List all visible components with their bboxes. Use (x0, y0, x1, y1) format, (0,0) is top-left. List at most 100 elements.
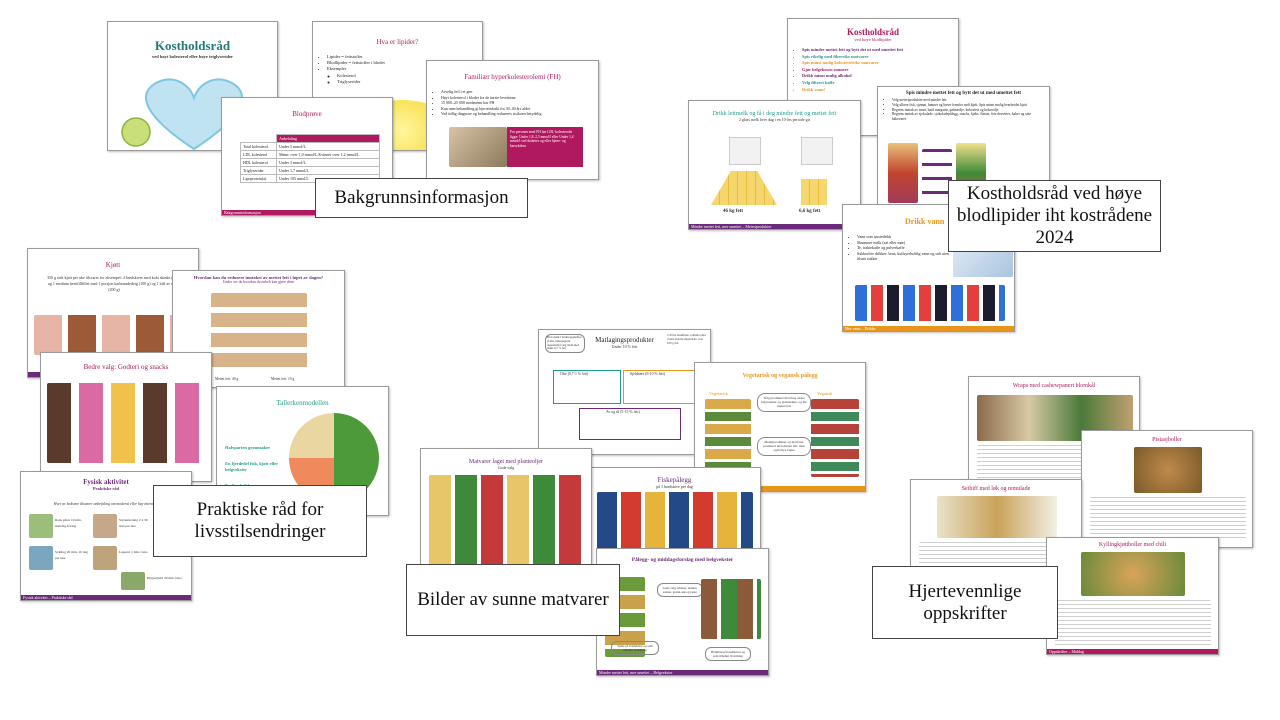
slide-fh[interactable]: Familiær hyperkolesterolemi (FH) Arvelig… (426, 60, 599, 180)
advice-item: Drikk minst mulig alkohol (802, 73, 958, 80)
bullet: Eksempler (327, 66, 482, 72)
slide-subtitle: Gode valg (497, 465, 515, 470)
activity-photo (93, 546, 117, 570)
left-total: Mettet fett: 40 g (215, 377, 239, 381)
slide-godteri[interactable]: Bedre valg: Godteri og snacks (40, 352, 212, 482)
slide-subtitle: 2 glass melk hver dag i en 10-års period… (738, 117, 811, 122)
slide-subtitle: ved høyt kolesterol eller høye triglyser… (152, 54, 233, 59)
slide-title: Kostholdsråd (154, 38, 231, 53)
legume-box: Sjøde på brødskiver og som tilbehør til … (611, 641, 659, 655)
vegan-label: Vegansk (817, 391, 833, 396)
vegetar-note: Velg produkter med høy andel belgvekster… (757, 393, 811, 412)
advice-item: Drikk vann! (802, 87, 958, 94)
advice-item: Spis rikelig med fiberrike matvarer (802, 54, 958, 61)
slide-title: Matvarer laget med planteoljer (468, 459, 544, 465)
butter-pile-large (711, 171, 777, 205)
slide-title: Blodprøve (292, 110, 322, 118)
group-label: Sjeldnere (6-10 % fett) (630, 372, 665, 376)
plant-oil-products-image (429, 475, 585, 569)
vegetar-label: Vegetarisk (709, 391, 728, 396)
bullet-list: Lipider = fettstoffer Blodlipider = fett… (327, 54, 482, 85)
bullet: Ved tidlig diagnose og behandling reduse… (441, 111, 598, 117)
callout-hjertevennlige-oppskrifter: Hjertevennlige oppskrifter (872, 566, 1058, 639)
callout-bilder-sunne-matvarer: Bilder av sunne matvarer (406, 564, 620, 636)
callout-bakgrunnsinformasjon: Bakgrunnsinformasjon (315, 178, 528, 218)
slide-title: Matlagingsprodukter (595, 336, 654, 344)
slide-title: Pistasjboller (1152, 437, 1182, 443)
table-cell: Under 3 mmol/L (276, 158, 380, 167)
slide-title: Wraps med cashewpanert blomkål (1012, 383, 1096, 389)
callout-praktiske-rad: Praktiske råd for livsstilsendringer (153, 485, 367, 557)
bullet: Velg meieriprodukter med mindre fett (892, 98, 1045, 103)
slide-kyllingkjottboller[interactable]: Kyllingkjøttboller med chili Oppskrifter… (1046, 537, 1219, 655)
slide-footer-bar: Fysisk aktivitet – Praktiske råd (21, 595, 191, 600)
slide-title: Fiskepålegg (657, 476, 692, 484)
bullet: Kan uten behandling gi hjerteinfarkt fra… (441, 106, 598, 112)
slide-subtitle: Under 10 % fett (611, 344, 638, 349)
bullet-list: Velg meieriprodukter med mindre fett Vel… (892, 98, 1045, 122)
bullet: Blodlipider = fettstoffer i blodet (327, 60, 482, 66)
activity-cell: Løpetur 1 time i uka (119, 550, 148, 554)
advice-item: Velg filtrert kaffe (802, 80, 958, 87)
recipe-text-lines (1090, 497, 1246, 541)
bullet: Begrens inntak av smør, hard margarin, p… (892, 108, 1045, 113)
slide-mettet-fett-dag[interactable]: Hvordan kan du redusere inntaket av mett… (172, 270, 345, 388)
table-cell: LDL kolesterol (239, 150, 278, 159)
bullet: Skummet melk (søt eller mør) (857, 240, 957, 246)
slide-title: Bedre valg: Godteri og snacks (83, 363, 169, 371)
fh-info-box: For personer med FH har LDL-kolesterolet… (507, 127, 583, 167)
slide-title: Seibiff med løk og remulade (961, 486, 1031, 492)
advice-list: Spis mindre mettet fett og bytt det ut m… (802, 47, 958, 93)
group-label: Ofte (0,7-1 % fett) (560, 372, 589, 376)
table-cell: Lipoprotein(a) (239, 174, 278, 183)
slide-title: Familiær hyperkolesterolemi (FH) (464, 73, 561, 81)
slide-matlaging[interactable]: Matlagingsprodukter Under 10 % fett Hvis… (538, 329, 711, 455)
slide-subtitle: Praktiske råd (92, 486, 120, 491)
slide-subtitle: Under ser du hvordan du enkelt kan gjøre… (222, 280, 295, 284)
bullet: Høyt kolesterol i blodet fra de første l… (441, 95, 598, 101)
table-cell: Under 5 mmol/L (276, 142, 380, 151)
activity-cell: Styrketrening 2 x 30 min per uke (119, 518, 148, 528)
recipe-text-lines (1055, 600, 1211, 646)
pistasj-photo (1134, 447, 1202, 493)
food-swap-image (888, 143, 918, 203)
group-label: Av og til (5-15 % fett) (606, 410, 640, 414)
table-cell: HDL kolesterol (239, 158, 278, 167)
snacks-swap-image (47, 383, 207, 463)
slide-title: Kostholdsråd (846, 27, 899, 37)
slide-title: Hvordan kan du redusere inntaket av mett… (193, 275, 324, 280)
plate-line: Halvparten grønnsaker (225, 445, 271, 450)
table-cell: Total kolesterol (239, 142, 278, 151)
slide-vegetar[interactable]: Vegetarisk og vegansk pålegg Vegetarisk … (694, 362, 866, 492)
slide-title: Drikk vann (905, 217, 945, 226)
slide-planteoljer[interactable]: Matvarer laget med planteoljer Gode valg… (420, 448, 592, 578)
slide-pistasjboller[interactable]: Pistasjboller (1081, 430, 1253, 548)
butter-pile-small (801, 179, 827, 205)
group-box: Av og til (5-15 % fett) (579, 408, 681, 440)
meal-comparison-image (211, 293, 307, 373)
bullet: Sukkerfrie drikker: brus, kullsyreholdig… (857, 251, 957, 262)
note-right: 2 dl fett kremfløte, rommer eller creme … (667, 333, 706, 345)
bullet: Kolesterol (337, 73, 482, 79)
slide-palegg-middag[interactable]: Pålegg- og middagsforslag med belgvekste… (596, 548, 769, 676)
slide-title: Kjøtt (105, 261, 121, 269)
milk-glass-left (729, 137, 761, 165)
activity-photo (93, 514, 117, 538)
fat-amount-left: 46 kg fett (723, 209, 743, 214)
meat-example-text: 350 g rødt kjøtt per uke tilsvarer for e… (47, 275, 181, 292)
slide-footer-bar: Mindre mettet fett, mer umettet – Belgve… (597, 670, 768, 675)
bullet: 15 000–25 000 nordmenn har FH (441, 100, 598, 106)
slide-subtitle: ved høye blodlipider (854, 37, 892, 42)
activity-cell: Rask gåtur 10 min, mandag-fredag (55, 518, 82, 528)
note-left: Hvis melk i bruksoppskrifter (f.eks. bak… (545, 334, 585, 354)
slide-title: Vegetarisk og vegansk pålegg (742, 373, 818, 379)
slide-lettmelk[interactable]: Drikk lettmelk og få i deg mindre fett o… (688, 100, 861, 230)
group-box: Sjeldnere (6-10 % fett) (623, 370, 699, 404)
milk-glass-right (801, 137, 833, 165)
advice-item: Spis mindre mettet fett og bytt det ut m… (802, 47, 958, 54)
bullet: Vann som tørstedrikk (857, 234, 957, 240)
